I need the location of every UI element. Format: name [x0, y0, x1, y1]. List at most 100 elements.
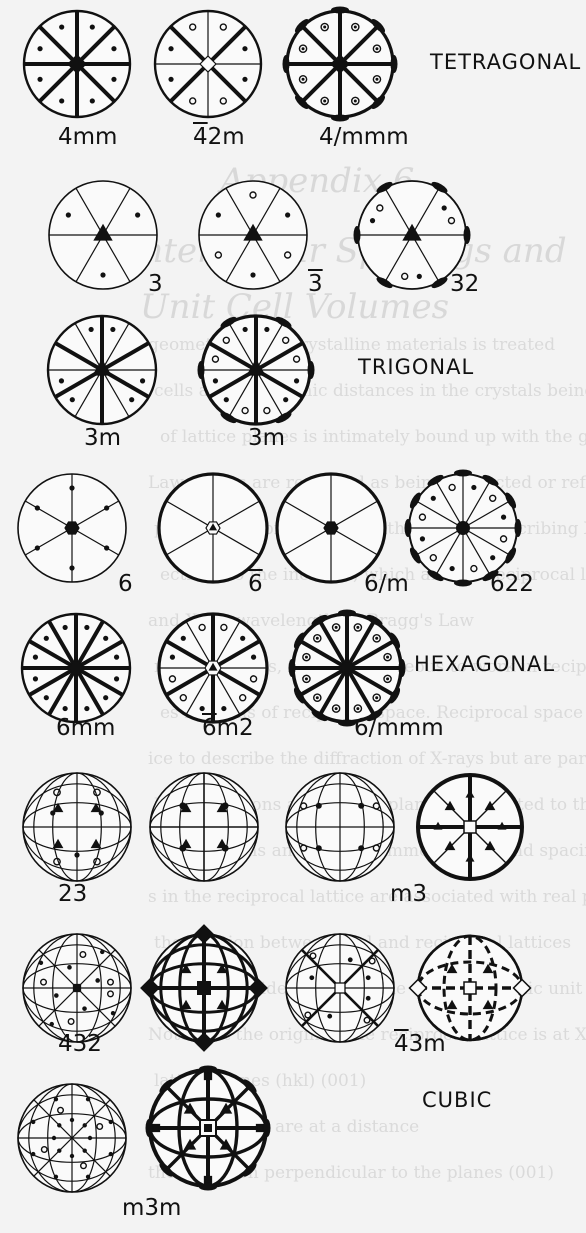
pole-dot — [315, 845, 322, 852]
stereogram-432-heavy — [140, 924, 268, 1052]
4fold-axis-marker — [199, 55, 217, 73]
2fold-axis-marker — [294, 95, 309, 110]
system-label-hexagonal: HEXAGONAL — [414, 652, 556, 676]
pole-dot — [57, 1148, 62, 1153]
pole-ring — [488, 494, 497, 503]
3fold-axis-marker — [52, 802, 64, 813]
mirror-line — [33, 1099, 111, 1177]
2fold-axis-marker — [404, 519, 412, 537]
pole-dot — [62, 705, 68, 712]
stereogram-4bar-3m — [285, 933, 395, 1043]
pole-dot — [69, 397, 75, 403]
2fold-axis-marker — [331, 114, 349, 122]
group-label-rest: 6 — [118, 571, 133, 597]
stereogram-3bar — [198, 180, 308, 290]
4fold-axis-marker — [334, 982, 346, 994]
stereogram-m3 — [285, 772, 395, 882]
group-label-m3m: m3m — [122, 1196, 181, 1220]
2fold-axis-marker — [199, 1065, 217, 1073]
4fold-axis-marker — [203, 1071, 213, 1081]
2fold-axis-marker — [288, 659, 296, 677]
stereogram-pyritohedral — [149, 772, 259, 882]
system-label-cubic: CUBIC — [422, 1088, 493, 1112]
stereogram-3bar-m — [197, 314, 315, 426]
3fold-axis-marker — [482, 963, 494, 974]
group-label-rest: 6/m — [364, 571, 409, 597]
3fold-axis-marker — [465, 789, 475, 798]
pole-ring — [313, 634, 322, 643]
great-circle — [285, 783, 395, 871]
pole-ring — [67, 1017, 75, 1025]
3fold-axis-marker — [433, 821, 443, 830]
pole-ring — [320, 96, 329, 106]
pole-dot — [89, 98, 95, 104]
great-circle — [22, 944, 132, 1032]
pole-ring — [188, 97, 197, 105]
3fold-axis-marker — [92, 358, 112, 376]
pole-dot — [223, 397, 229, 403]
pole-dot — [74, 852, 80, 858]
pole-dot — [43, 695, 49, 701]
4fold-axis-marker — [204, 1124, 212, 1132]
pole-dot — [108, 1119, 114, 1125]
group-label-rest: 23 — [58, 881, 88, 907]
stereogram-4mm — [22, 9, 132, 119]
2fold-axis-marker — [376, 277, 393, 289]
pole-dot — [386, 655, 390, 659]
pole-dot — [334, 707, 338, 711]
pole-ring — [238, 693, 247, 702]
pole-dot — [135, 212, 141, 218]
2fold-axis-marker — [275, 316, 292, 328]
4fold-axis-marker — [194, 1032, 214, 1052]
group-label-rest: 6/mmm — [354, 715, 444, 741]
group-label-6-m: 6/m — [364, 572, 409, 596]
group-label-rest: m3m — [122, 1195, 182, 1221]
group-label-23: 23 — [58, 882, 87, 906]
pole-dot — [30, 1119, 36, 1125]
pole-dot — [334, 625, 338, 629]
2fold-axis-marker — [199, 1183, 217, 1191]
pole-ring — [401, 272, 409, 281]
group-label-rest: 622 — [490, 571, 534, 597]
2fold-axis-marker — [409, 547, 421, 564]
group-label-3bar-m: 3m — [248, 426, 285, 450]
pole-dot — [87, 1135, 93, 1141]
pole-dot — [250, 272, 256, 278]
pole-dot — [179, 802, 187, 810]
pole-dot — [309, 975, 315, 981]
2fold-axis-marker — [275, 412, 292, 424]
2fold-axis-marker — [145, 1119, 153, 1137]
group-label-622: 622 — [490, 572, 534, 596]
3fold-axis-marker — [402, 223, 422, 241]
pole-ring — [40, 978, 48, 986]
pole-ring — [249, 675, 258, 683]
group-label-bar: 3 — [248, 425, 263, 451]
4fold-axis-marker — [463, 981, 477, 995]
2fold-axis-marker — [371, 95, 386, 110]
2fold-axis-marker — [389, 687, 401, 704]
2fold-axis-marker — [505, 547, 517, 564]
pole-dot — [301, 77, 305, 81]
pole-dot — [32, 676, 39, 682]
3fold-axis-marker — [183, 1138, 197, 1150]
pole-ring — [383, 674, 392, 684]
bleed-body-line: s in the reciprocal lattice are associat… — [148, 887, 586, 907]
3fold-axis-marker — [219, 1102, 233, 1114]
system-label-tetragonal: TETRAGONAL — [430, 50, 582, 74]
pole-ring — [281, 336, 290, 345]
pole-dot — [356, 625, 360, 629]
pole-ring — [368, 957, 376, 965]
pole-ring — [219, 97, 228, 105]
3fold-axis-marker — [208, 523, 218, 531]
great-circle — [33, 772, 121, 882]
pole-dot — [113, 654, 120, 660]
pole-dot — [49, 1021, 54, 1027]
pole-dot — [215, 212, 221, 218]
group-label-432: 432 — [58, 1032, 102, 1056]
3fold-axis-marker — [444, 800, 456, 811]
group-label-rest: 4mm — [58, 124, 118, 150]
2fold-axis-marker — [431, 181, 448, 193]
3fold-axis-marker — [484, 800, 496, 811]
stereogram-432 — [22, 933, 132, 1043]
stereogram-4-mmm — [282, 6, 398, 122]
